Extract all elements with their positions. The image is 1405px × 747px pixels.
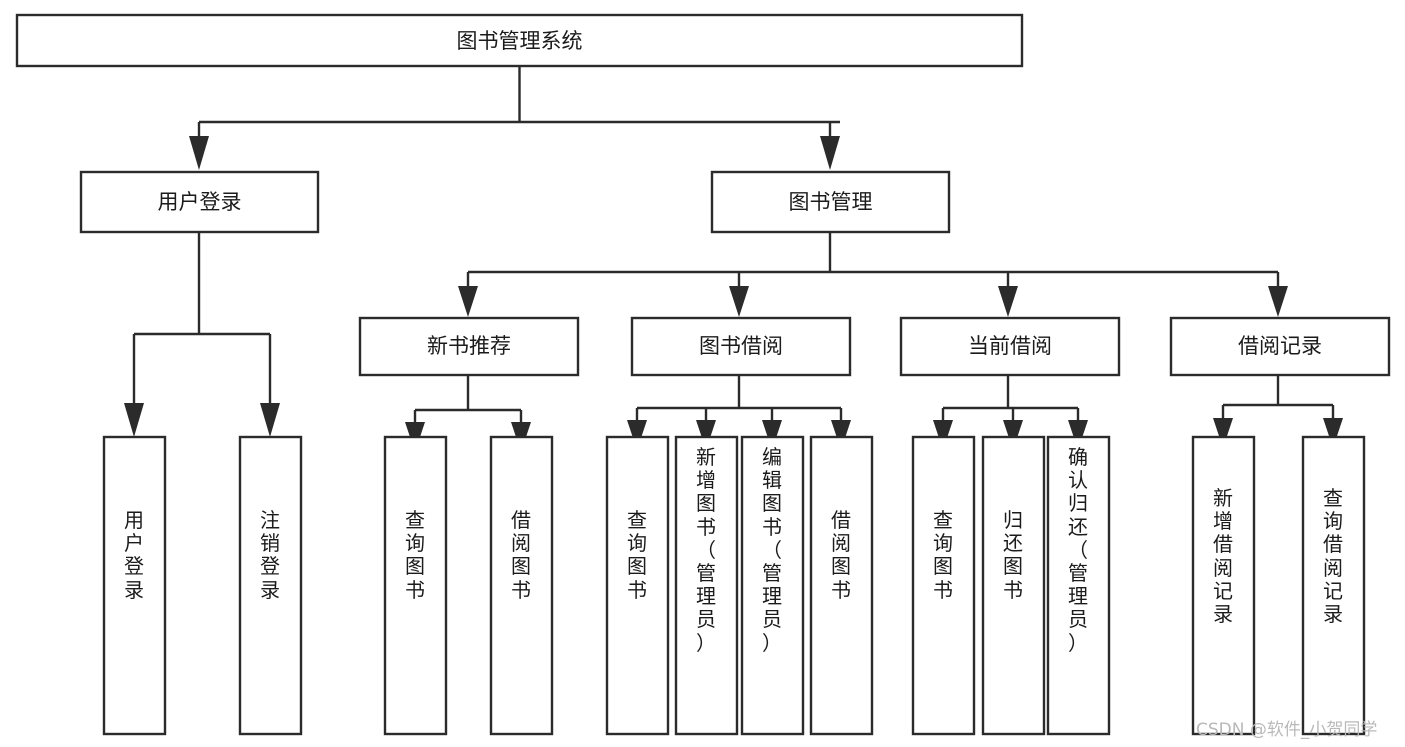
node-book-management-box[interactable] — [710, 170, 951, 234]
arrowhead-leaf-confirm-return — [1068, 420, 1088, 450]
arrowhead-borrow-record — [1268, 286, 1288, 317]
connectors-group — [132, 66, 1335, 422]
node-root[interactable]: 图书管理系统 — [15, 13, 1024, 68]
node-leaf-user-login-box[interactable] — [102, 435, 167, 736]
node-user-login-box[interactable] — [79, 170, 320, 234]
arrowhead-leaf-query-book-3 — [933, 420, 953, 450]
node-leaf-return-book-box[interactable] — [981, 435, 1046, 736]
arrowhead-user-login — [189, 136, 209, 170]
node-borrow-record[interactable]: 借阅记录 — [1169, 316, 1391, 377]
node-current-borrow[interactable]: 当前借阅 — [899, 316, 1121, 377]
node-leaf-query-record-box[interactable] — [1301, 435, 1366, 736]
node-book-borrow-box[interactable] — [630, 316, 852, 377]
node-new-book-recommend-label: 新书推荐 — [427, 334, 511, 358]
arrowhead-leaf-add-book — [696, 420, 716, 450]
node-root-label: 图书管理系统 — [457, 29, 583, 53]
arrowhead-leaf-user-login — [124, 403, 144, 437]
node-new-book-recommend[interactable]: 新书推荐 — [358, 316, 580, 377]
node-current-borrow-box[interactable] — [899, 316, 1121, 377]
arrowhead-leaf-return-book — [1003, 420, 1023, 450]
node-leaf-add-book-box[interactable] — [674, 435, 739, 736]
node-leaf-logout-login-box[interactable] — [238, 435, 303, 736]
node-leaf-query-book-2-box[interactable] — [605, 435, 670, 736]
node-book-borrow-label: 图书借阅 — [699, 334, 783, 358]
node-book-borrow[interactable]: 图书借阅 — [630, 316, 852, 377]
arrowhead-leaf-logout-login — [260, 403, 280, 437]
node-borrow-record-box[interactable] — [1169, 316, 1391, 377]
node-leaf-query-book-1-box[interactable] — [383, 435, 448, 736]
leaf-boxes-group — [102, 435, 1366, 736]
node-borrow-record-label: 借阅记录 — [1238, 334, 1322, 358]
arrowhead-new-book-recommend — [458, 286, 478, 317]
node-leaf-add-record-box[interactable] — [1191, 435, 1256, 736]
arrowhead-leaf-query-record — [1323, 418, 1343, 448]
node-user-login[interactable]: 用户登录 — [79, 170, 320, 234]
arrowhead-current-borrow — [998, 286, 1018, 317]
node-leaf-confirm-return-box[interactable] — [1046, 435, 1111, 736]
node-book-management-label: 图书管理 — [789, 190, 873, 214]
node-leaf-borrow-book-2-box[interactable] — [809, 435, 874, 736]
arrowhead-book-borrow — [729, 286, 749, 317]
arrowhead-leaf-add-record — [1213, 418, 1233, 448]
node-current-borrow-label: 当前借阅 — [968, 334, 1052, 358]
node-root-box[interactable] — [15, 13, 1024, 68]
arrowhead-leaf-query-book-2 — [627, 420, 647, 450]
node-leaf-edit-book-box[interactable] — [740, 435, 805, 736]
watermark-text: CSDN @软件_小贺同学 — [1196, 720, 1378, 740]
arrowhead-leaf-borrow-book-2 — [831, 420, 851, 450]
node-book-management[interactable]: 图书管理 — [710, 170, 951, 234]
arrowhead-book-management — [820, 136, 840, 170]
node-leaf-query-book-3-box[interactable] — [911, 435, 976, 736]
node-leaf-borrow-book-1-box[interactable] — [489, 435, 554, 736]
node-new-book-recommend-box[interactable] — [358, 316, 580, 377]
arrowhead-leaf-edit-book — [762, 420, 782, 450]
node-user-login-label: 用户登录 — [158, 190, 242, 214]
